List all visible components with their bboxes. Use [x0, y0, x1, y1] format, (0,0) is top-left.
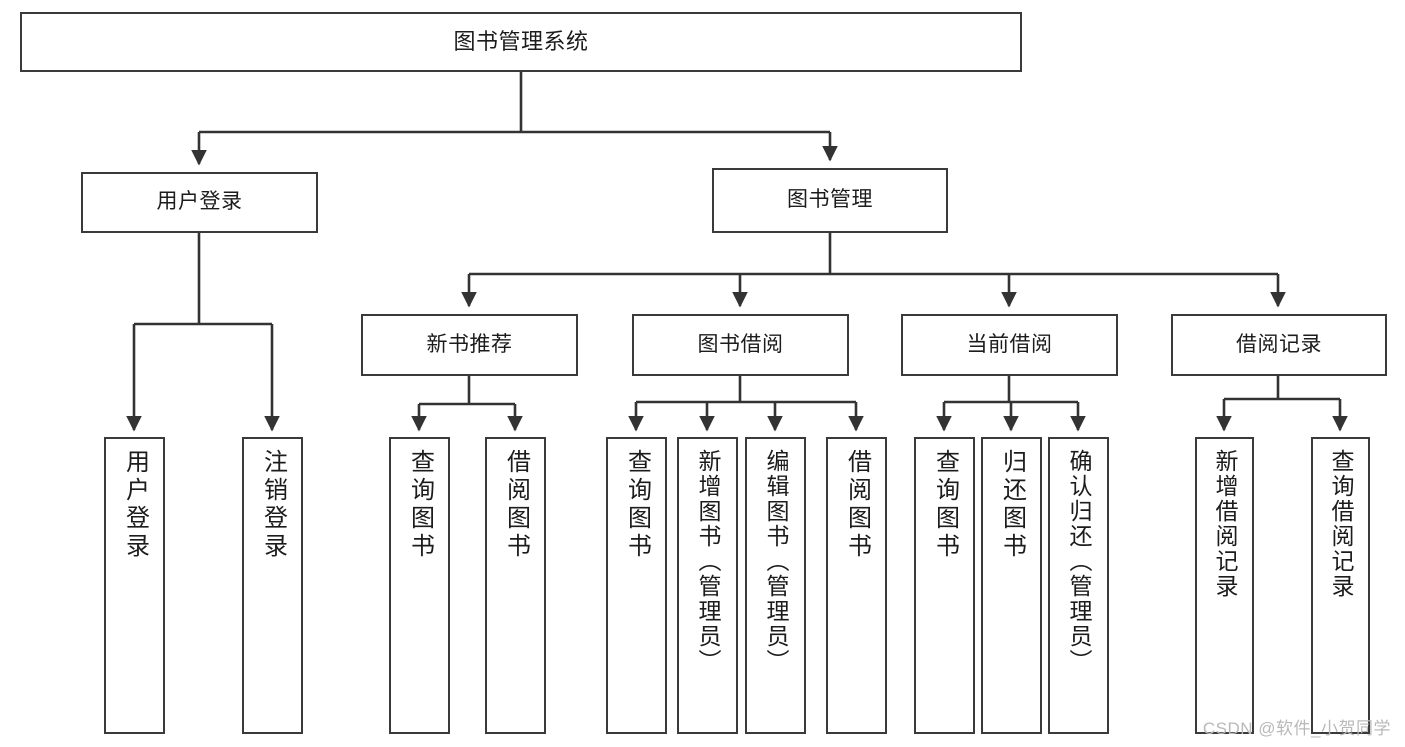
- node-label: 当前借阅: [966, 332, 1053, 356]
- node-label: 编辑图书（管理员）: [763, 449, 789, 674]
- node-label: 归还图书: [998, 449, 1026, 561]
- leaf-current-borrow-return-books[interactable]: 归还图书: [981, 437, 1042, 734]
- leaf-user-login-logout[interactable]: 注销登录: [242, 437, 303, 734]
- leaf-current-borrow-query-books[interactable]: 查询图书: [914, 437, 975, 734]
- node-label: 查询图书: [931, 449, 959, 561]
- leaf-user-login-login[interactable]: 用户登录: [104, 437, 165, 734]
- leaf-borrow-record-add-record[interactable]: 新增借阅记录: [1195, 437, 1254, 734]
- node-root-book-management-system[interactable]: 图书管理系统: [20, 12, 1022, 72]
- node-label: 新增图书（管理员）: [695, 449, 721, 674]
- node-label: 用户登录: [156, 190, 243, 214]
- node-label: 借阅记录: [1236, 332, 1322, 356]
- node-label: 图书借阅: [697, 332, 784, 356]
- node-label: 查询借阅记录: [1328, 449, 1354, 599]
- node-new-book-recommend[interactable]: 新书推荐: [361, 314, 578, 376]
- csdn-watermark: CSDN @软件_小贺同学: [1202, 719, 1391, 738]
- node-label: 注销登录: [259, 449, 287, 561]
- node-label: 用户登录: [121, 449, 149, 561]
- node-label: 确认归还（管理员）: [1066, 449, 1092, 674]
- leaf-book-borrow-borrow-books[interactable]: 借阅图书: [826, 437, 887, 734]
- leaf-borrow-record-query-record[interactable]: 查询借阅记录: [1311, 437, 1370, 734]
- leaf-new-book-query-books[interactable]: 查询图书: [389, 437, 450, 734]
- node-label: 新增借阅记录: [1212, 449, 1238, 599]
- node-user-login[interactable]: 用户登录: [81, 172, 318, 233]
- node-borrow-record[interactable]: 借阅记录: [1171, 314, 1387, 376]
- node-label: 查询图书: [406, 449, 434, 561]
- node-label: 新书推荐: [426, 332, 513, 356]
- node-label: 查询图书: [623, 449, 651, 561]
- leaf-book-borrow-add-book-admin[interactable]: 新增图书（管理员）: [677, 437, 738, 734]
- node-label: 借阅图书: [843, 449, 871, 561]
- node-label: 图书管理系统: [453, 29, 589, 55]
- node-current-borrow[interactable]: 当前借阅: [901, 314, 1118, 376]
- node-book-management[interactable]: 图书管理: [712, 168, 948, 233]
- leaf-book-borrow-query-books[interactable]: 查询图书: [606, 437, 667, 734]
- leaf-book-borrow-edit-book-admin[interactable]: 编辑图书（管理员）: [745, 437, 806, 734]
- node-book-borrow[interactable]: 图书借阅: [632, 314, 849, 376]
- leaf-new-book-borrow-books[interactable]: 借阅图书: [485, 437, 546, 734]
- node-label: 借阅图书: [502, 449, 530, 561]
- leaf-current-borrow-confirm-return-admin[interactable]: 确认归还（管理员）: [1048, 437, 1109, 734]
- node-label: 图书管理: [787, 188, 873, 212]
